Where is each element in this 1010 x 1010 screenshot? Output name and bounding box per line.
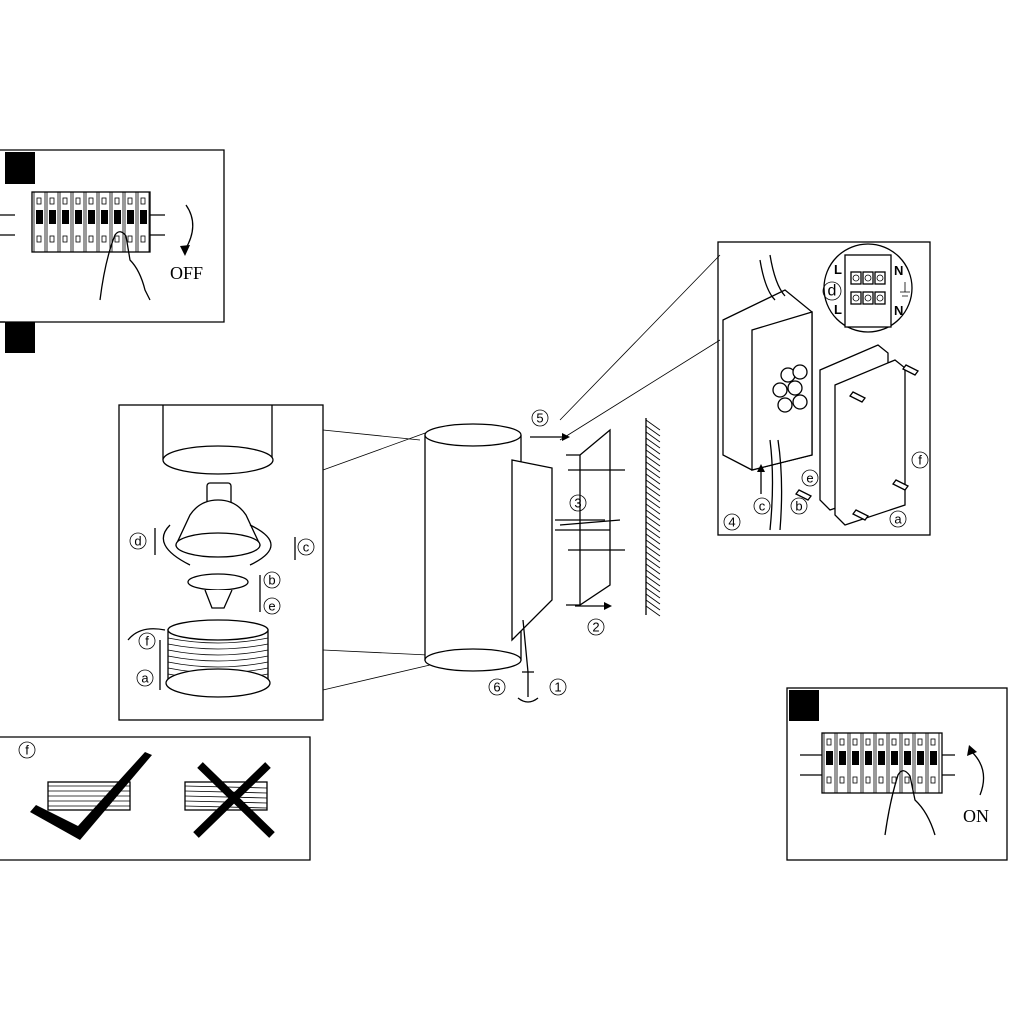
on-label: ON <box>963 806 989 826</box>
panel-switch-on: ON <box>786 687 1008 861</box>
threaded-ring-icon <box>165 619 271 698</box>
label-l-top: L <box>834 262 842 277</box>
label-n-top: N <box>894 263 903 278</box>
circuit-breaker-icon <box>800 732 955 836</box>
label-a: a <box>894 512 902 527</box>
label-b: b <box>795 499 802 514</box>
step-3: 3 <box>574 496 581 511</box>
rotate-arrow-icon <box>162 524 272 566</box>
label-d: d <box>134 534 141 549</box>
label-f: f <box>25 743 29 758</box>
step-4: 4 <box>728 515 735 530</box>
label-f: f <box>918 453 922 468</box>
label-e: e <box>268 599 275 614</box>
step-marker <box>5 322 35 353</box>
label-f: f <box>145 634 149 649</box>
label-d: d <box>828 283 837 300</box>
label-b: b <box>268 573 275 588</box>
label-n-bottom: N <box>894 303 903 318</box>
arrow-icon <box>971 751 985 796</box>
circuit-breaker-icon <box>0 191 165 301</box>
label-c: c <box>303 540 310 555</box>
wall-lamp-cylinder <box>424 423 553 703</box>
junction-box-panel <box>559 241 931 536</box>
lamp-detail-panel: d c b e f a <box>118 404 431 721</box>
gu10-bulb-icon <box>175 482 261 558</box>
mounting-bracket <box>555 418 661 617</box>
thread-check-panel: f <box>0 736 311 861</box>
label-c: c <box>759 499 766 514</box>
off-label: OFF <box>170 263 203 283</box>
panel-switch-off: OFF <box>0 149 225 353</box>
label-a: a <box>141 671 149 686</box>
step-5: 5 <box>536 411 543 426</box>
label-e: e <box>806 471 813 486</box>
arrow-icon <box>184 204 194 251</box>
cross-mark-icon <box>193 762 275 838</box>
label-l-bottom: L <box>834 302 842 317</box>
step-6: 6 <box>493 680 500 695</box>
step-2: 2 <box>592 620 599 635</box>
step-marker <box>789 690 819 721</box>
step-1: 1 <box>554 680 561 695</box>
check-mark-icon <box>30 752 152 840</box>
step-marker <box>5 152 35 184</box>
